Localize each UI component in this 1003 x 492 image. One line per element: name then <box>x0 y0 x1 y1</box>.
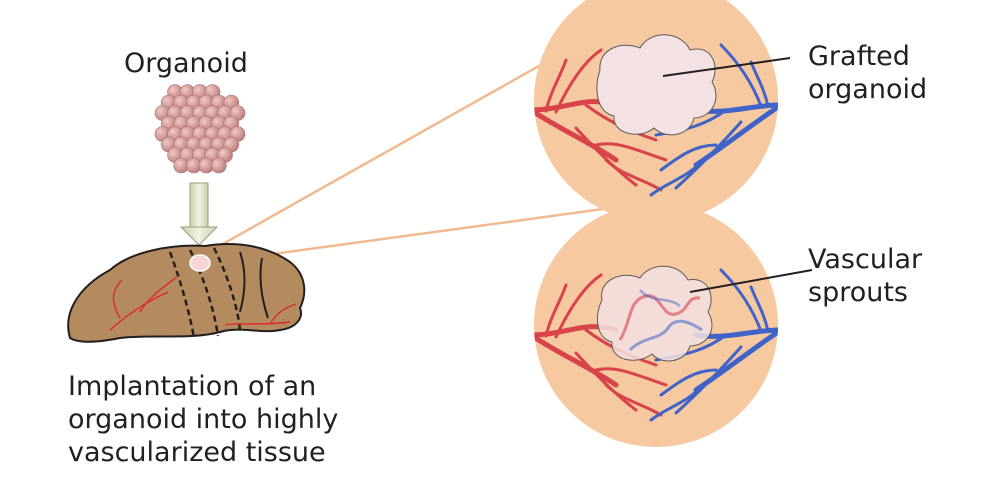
implantation-line-1: Implantation of an <box>68 371 317 402</box>
vein-vessel <box>749 60 770 108</box>
artery-vessel <box>604 383 663 417</box>
vascular-sprouts-label: Vascular sprouts <box>808 243 922 309</box>
vein-vessel <box>674 345 743 415</box>
vein-vessel <box>749 285 770 333</box>
artery-vessel <box>554 273 603 339</box>
artery-vessel <box>544 58 568 113</box>
artery-vessel <box>554 48 603 114</box>
artery-vessel <box>534 107 619 163</box>
inset-grafted <box>534 0 778 222</box>
grafted-organoid-blob <box>596 34 717 136</box>
artery-vessel <box>594 142 668 162</box>
brain-tissue-icon <box>67 243 306 343</box>
zoom-lines <box>197 38 641 264</box>
grafted-line-1: Grafted <box>808 41 910 72</box>
vascular-line-1: Vascular <box>808 244 923 275</box>
vascular-line-2: sprouts <box>808 277 908 308</box>
artery-vessel <box>594 367 668 387</box>
artery-vessel <box>604 158 663 192</box>
vascular-leader-line <box>689 269 813 293</box>
grafted-leader-line <box>662 57 791 77</box>
sprouted-organoid-blob <box>596 265 713 362</box>
vein-vessel <box>659 143 718 172</box>
vein-vessel <box>674 120 743 190</box>
vein-vessel <box>649 385 703 422</box>
implantation-line-2: organoid into highly <box>68 404 339 435</box>
implantation-line-3: vascularized tissue <box>68 437 326 468</box>
implantation-caption: Implantation of an organoid into highly … <box>68 370 338 469</box>
vein-vessel <box>719 268 763 333</box>
organoid-cluster-icon <box>154 84 246 174</box>
artery-vessel <box>544 283 568 338</box>
down-arrow-icon <box>179 182 219 246</box>
vein-vessel <box>719 43 763 108</box>
grafted-organoid-label: Grafted organoid <box>808 40 927 106</box>
organoid-label: Organoid <box>124 48 248 79</box>
organoid-cell <box>210 157 227 174</box>
vein-vessel <box>649 160 703 197</box>
vein-vessel <box>659 368 718 397</box>
grafted-line-2: organoid <box>808 74 928 105</box>
inset-sprouts <box>534 203 778 447</box>
artery-vessel <box>534 332 619 388</box>
